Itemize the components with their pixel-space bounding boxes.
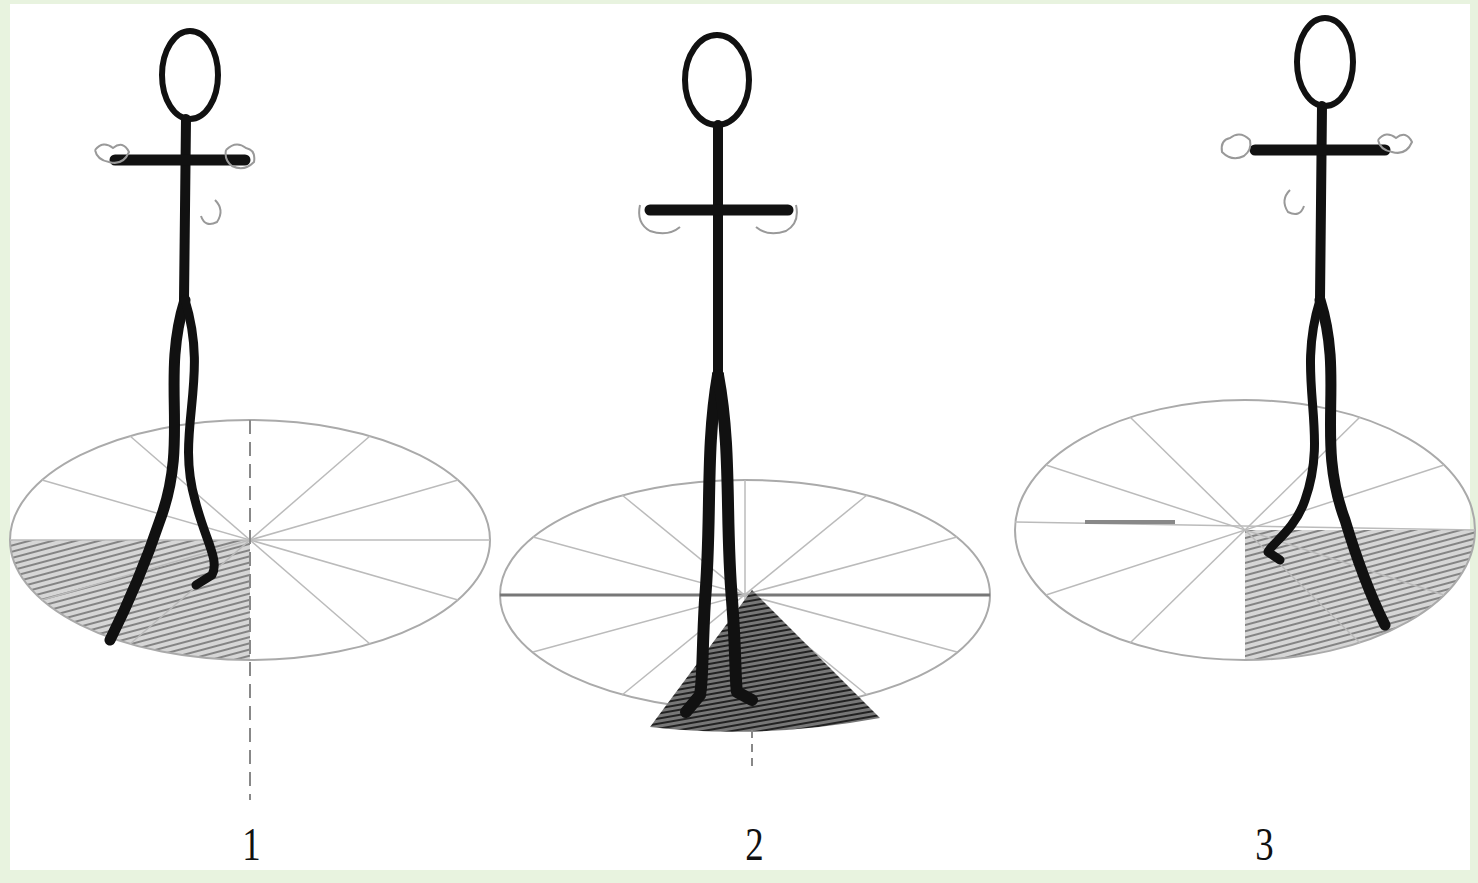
- callout-number: 1: [242, 822, 260, 868]
- figure-two: [500, 35, 990, 770]
- figure-one: [10, 31, 490, 800]
- callout-number: 3: [1255, 822, 1273, 868]
- frame: [10, 4, 1470, 870]
- callout-number: 2: [745, 822, 763, 868]
- figure-three: [1015, 18, 1475, 660]
